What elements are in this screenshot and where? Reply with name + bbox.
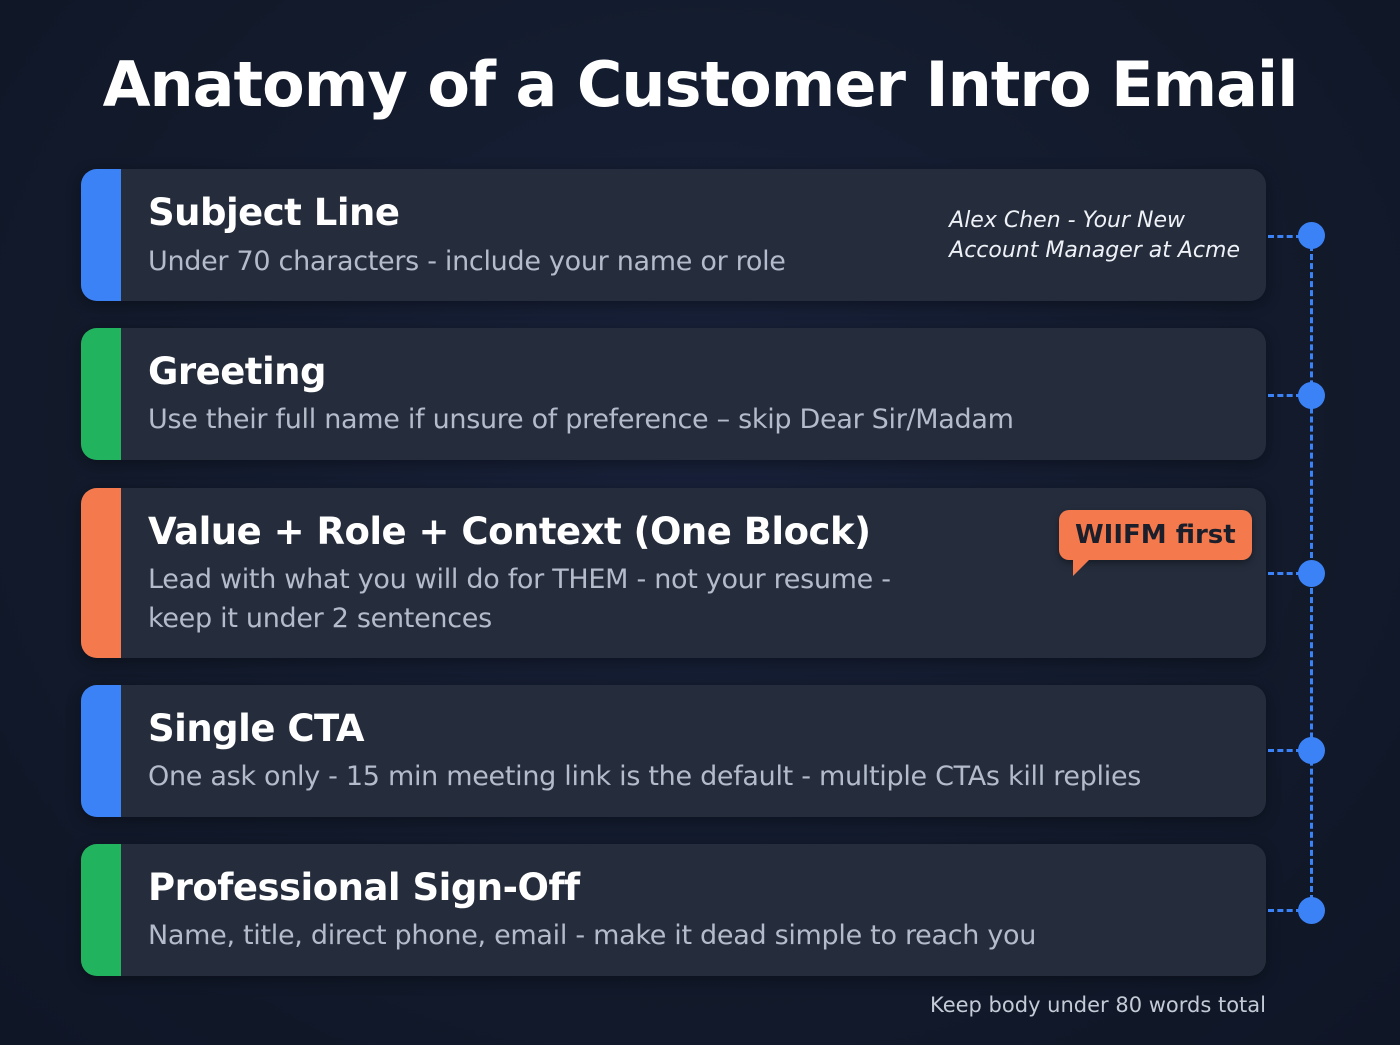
accent-bar-blue xyxy=(81,169,121,301)
section-card-single-cta: Single CTA One ask only - 15 min meeting… xyxy=(81,685,1266,817)
description-line: keep it under 2 sentences xyxy=(148,603,492,634)
section-card-subject-line: Subject Line Under 70 characters - inclu… xyxy=(81,169,1266,301)
connector-node-icon xyxy=(1298,560,1325,587)
connector-branch xyxy=(1268,909,1302,912)
section-card-value-role-context: Value + Role + Context (One Block) Lead … xyxy=(81,488,1266,658)
section-description: Under 70 characters - include your name … xyxy=(148,246,786,277)
subject-example-line: Alex Chen - Your New xyxy=(949,208,1186,233)
section-card-sign-off: Professional Sign-Off Name, title, direc… xyxy=(81,844,1266,976)
section-title: Professional Sign-Off xyxy=(148,866,580,909)
section-description: Use their full name if unsure of prefere… xyxy=(148,404,1014,435)
accent-bar-green xyxy=(81,844,121,976)
section-title: Subject Line xyxy=(148,191,400,234)
accent-bar-green xyxy=(81,328,121,460)
connector-branch xyxy=(1268,235,1302,238)
description-line: Lead with what you will do for THEM - no… xyxy=(148,564,891,595)
connector-node-icon xyxy=(1298,737,1325,764)
connector-branch xyxy=(1268,572,1302,575)
accent-bar-blue xyxy=(81,685,121,817)
subject-example: Alex Chen - Your New Account Manager at … xyxy=(949,206,1240,266)
section-title: Value + Role + Context (One Block) xyxy=(148,510,871,553)
connector-branch xyxy=(1268,394,1302,397)
connector-branch xyxy=(1268,749,1302,752)
connector-node-icon xyxy=(1298,222,1325,249)
subject-example-line: Account Manager at Acme xyxy=(949,238,1240,263)
section-description: One ask only - 15 min meeting link is th… xyxy=(148,761,1142,792)
connector-node-icon xyxy=(1298,897,1325,924)
page-title: Anatomy of a Customer Intro Email xyxy=(102,48,1299,121)
connector-node-icon xyxy=(1298,382,1325,409)
section-title: Single CTA xyxy=(148,707,364,750)
section-title: Greeting xyxy=(148,350,327,393)
accent-bar-orange xyxy=(81,488,121,658)
wiifm-callout-bubble: WIIFM first xyxy=(1059,510,1252,576)
section-card-greeting: Greeting Use their full name if unsure o… xyxy=(81,328,1266,460)
footer-note: Keep body under 80 words total xyxy=(929,993,1266,1017)
section-description: Lead with what you will do for THEM - no… xyxy=(148,560,891,638)
section-description: Name, title, direct phone, email - make … xyxy=(148,920,1037,951)
